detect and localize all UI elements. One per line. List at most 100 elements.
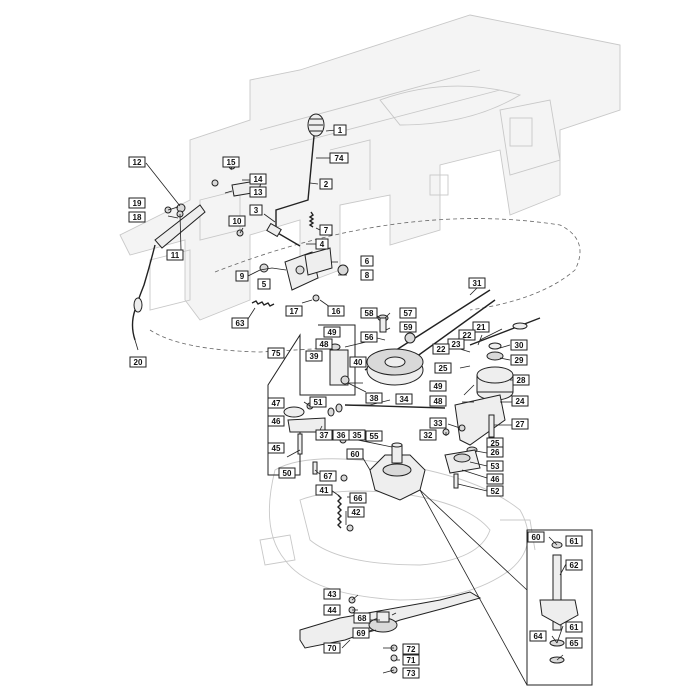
callout-56: 56 xyxy=(360,331,378,343)
callout-50: 50 xyxy=(278,467,296,479)
callout-label: 43 xyxy=(328,590,337,599)
callout-label: 47 xyxy=(272,399,281,408)
callout-64: 64 xyxy=(529,630,547,642)
callout-label: 12 xyxy=(133,158,142,167)
callout-27: 27 xyxy=(511,418,529,430)
callout-label: 2 xyxy=(324,180,329,189)
callout-6: 6 xyxy=(360,255,374,267)
callout-10: 10 xyxy=(228,215,246,227)
callout-49b: 49 xyxy=(429,380,447,392)
callout-53: 53 xyxy=(486,460,504,472)
callout-label: 48 xyxy=(320,340,329,349)
callout-74: 74 xyxy=(329,152,349,164)
callout-45: 45 xyxy=(267,442,285,454)
callout-72: 72 xyxy=(402,643,420,655)
callout-label: 57 xyxy=(404,309,413,318)
belt-and-pulley xyxy=(364,289,541,386)
callout-label: 22 xyxy=(463,331,472,340)
callout-label: 69 xyxy=(357,629,366,638)
callout-16: 16 xyxy=(327,305,345,317)
callout-label: 36 xyxy=(337,431,346,440)
callout-40: 40 xyxy=(349,356,367,368)
callout-42: 42 xyxy=(347,506,365,518)
chassis-frame-outline xyxy=(119,14,621,321)
callout-4: 4 xyxy=(315,238,329,250)
callout-label: 55 xyxy=(370,432,379,441)
callout-46a: 46 xyxy=(267,415,285,427)
callout-label: 40 xyxy=(354,358,363,367)
callout-label: 31 xyxy=(473,279,482,288)
callout-label: 42 xyxy=(352,508,361,517)
callout-label: 75 xyxy=(272,349,281,358)
callout-23: 23 xyxy=(447,338,465,350)
callout-label: 18 xyxy=(133,213,142,222)
sub-assembly-75-box xyxy=(267,324,356,476)
callout-67: 67 xyxy=(319,470,337,482)
callout-25a: 25 xyxy=(434,362,452,374)
callout-label: 74 xyxy=(335,154,344,163)
callout-9: 9 xyxy=(235,270,249,282)
callout-60a: 60 xyxy=(346,448,364,460)
callout-label: 45 xyxy=(272,444,281,453)
callout-48a: 48 xyxy=(315,338,333,350)
spindle-detail-box xyxy=(419,489,593,686)
callout-31: 31 xyxy=(468,277,486,289)
callout-63: 63 xyxy=(231,317,249,329)
callout-label: 34 xyxy=(400,395,409,404)
callout-label: 41 xyxy=(320,486,329,495)
callout-label: 32 xyxy=(424,431,433,440)
blade-assembly xyxy=(299,591,482,674)
callout-label: 49 xyxy=(434,382,443,391)
callout-21: 21 xyxy=(472,321,490,333)
callout-label: 60 xyxy=(532,533,541,542)
callout-13: 13 xyxy=(249,186,267,198)
callout-22b: 22 xyxy=(432,343,450,355)
callout-3: 3 xyxy=(249,204,263,216)
callout-label: 63 xyxy=(236,319,245,328)
callout-label: 67 xyxy=(324,472,333,481)
callout-39: 39 xyxy=(305,350,323,362)
callout-2: 2 xyxy=(319,178,333,190)
callout-label: 49 xyxy=(328,328,337,337)
callout-label: 22 xyxy=(437,345,446,354)
callout-66: 66 xyxy=(349,492,367,504)
callout-label: 50 xyxy=(283,469,292,478)
callout-label: 29 xyxy=(515,356,524,365)
callout-41: 41 xyxy=(315,484,333,496)
callout-label: 38 xyxy=(370,394,379,403)
callout-49a: 49 xyxy=(323,326,341,338)
callout-51: 51 xyxy=(309,396,327,408)
callout-label: 64 xyxy=(534,632,543,641)
callout-35: 35 xyxy=(348,429,366,441)
callout-8: 8 xyxy=(360,269,374,281)
callout-label: 10 xyxy=(233,217,242,226)
callout-61b: 61 xyxy=(565,621,583,633)
drive-path-link xyxy=(149,329,331,353)
spindle-assembly xyxy=(369,442,481,501)
callout-label: 14 xyxy=(254,175,263,184)
callout-59: 59 xyxy=(399,321,417,333)
callout-58: 58 xyxy=(360,307,378,319)
callout-label: 4 xyxy=(320,240,325,249)
callout-label: 7 xyxy=(324,226,329,235)
callout-label: 17 xyxy=(290,307,299,316)
callout-43: 43 xyxy=(323,588,341,600)
callout-75: 75 xyxy=(267,347,285,359)
callout-34: 34 xyxy=(395,393,413,405)
callout-label: 25 xyxy=(491,439,500,448)
callout-label: 60 xyxy=(351,450,360,459)
callout-22a: 22 xyxy=(458,329,476,341)
callout-label: 46 xyxy=(491,475,500,484)
callout-label: 48 xyxy=(434,397,443,406)
callout-label: 52 xyxy=(491,487,500,496)
callout-29: 29 xyxy=(510,354,528,366)
callout-20: 20 xyxy=(129,356,147,368)
callout-label: 26 xyxy=(491,448,500,457)
callout-1: 1 xyxy=(333,124,347,136)
callout-label: 30 xyxy=(515,341,524,350)
drive-belt-path xyxy=(214,218,581,311)
callout-label: 25 xyxy=(439,364,448,373)
callout-label: 68 xyxy=(358,614,367,623)
callout-label: 28 xyxy=(517,376,526,385)
callout-label: 39 xyxy=(310,352,319,361)
